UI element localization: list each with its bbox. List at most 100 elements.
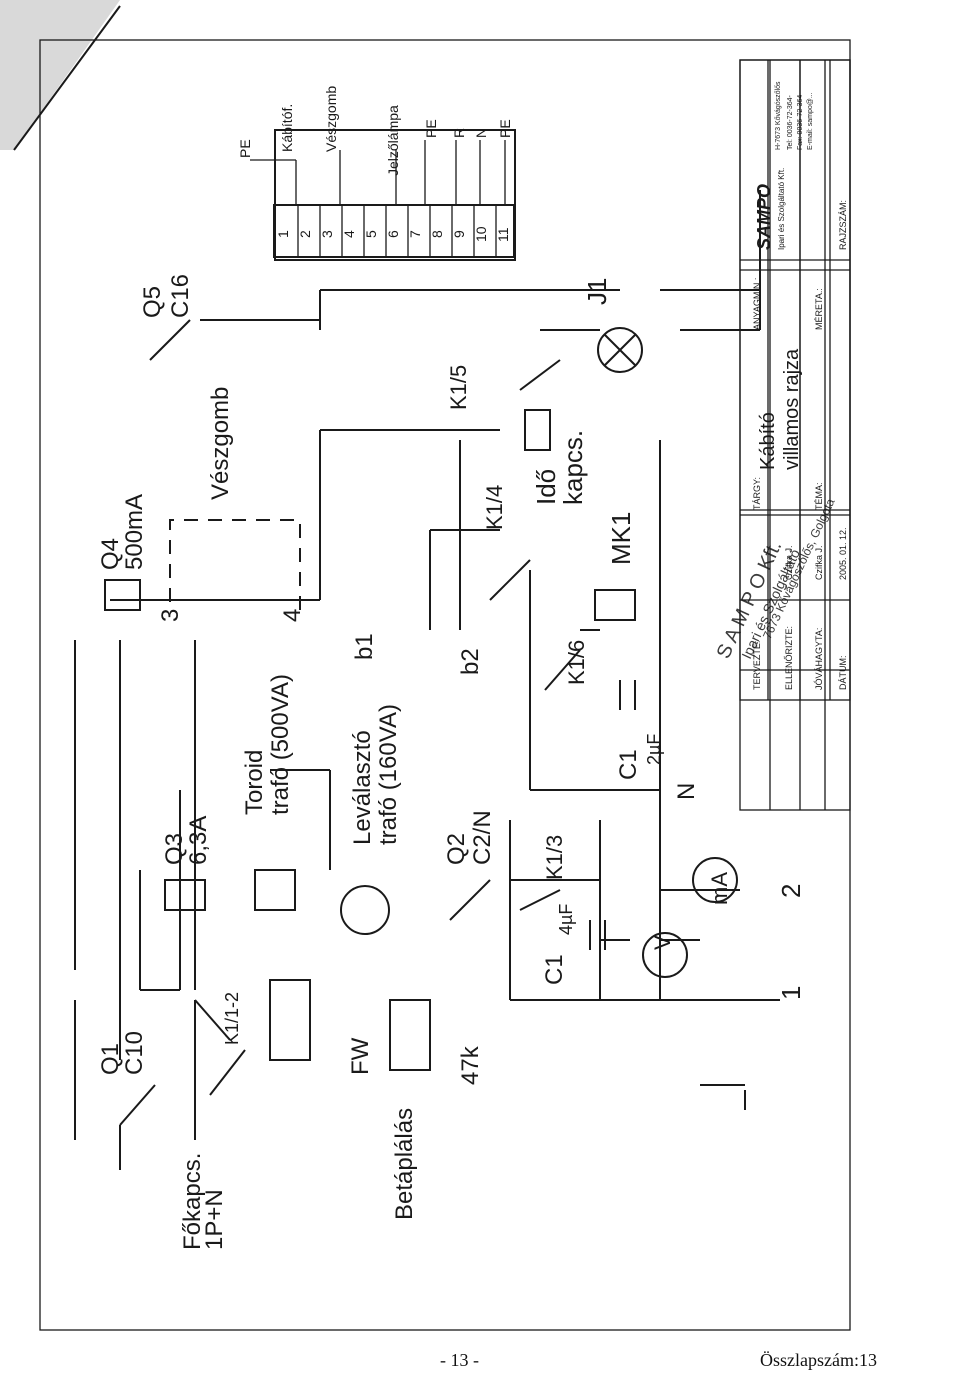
tb-merete-label: MÉRETA.: bbox=[814, 288, 824, 330]
page-total: Összlapszám:13 bbox=[760, 1350, 877, 1370]
label-q4: Q4 bbox=[97, 538, 124, 570]
terminal-block bbox=[274, 129, 516, 261]
label-toroid-1: Toroid bbox=[241, 750, 268, 815]
label-veszgomb: Vészgomb bbox=[207, 387, 234, 500]
tb-kabitof: Kábítóf. bbox=[279, 104, 295, 152]
company-address: H-7673 Kővágószőlős bbox=[775, 81, 782, 150]
fuse-q4 bbox=[104, 579, 141, 611]
mk1-coil bbox=[594, 589, 636, 621]
emergency-linkage bbox=[169, 519, 301, 610]
terminal-9: 9 bbox=[451, 230, 467, 238]
terminal-6: 6 bbox=[385, 230, 401, 238]
wires bbox=[74, 190, 780, 1170]
tb-tema-label: TÉMA: bbox=[814, 482, 824, 510]
label-c1-b: C1 bbox=[615, 749, 642, 780]
label-levalaszto-1: Leválasztó bbox=[349, 730, 376, 845]
label-q3: Q3 bbox=[161, 833, 188, 865]
tb-r: R bbox=[451, 128, 467, 138]
label-k1-4: K1/4 bbox=[482, 485, 507, 530]
label-k1-6: K1/6 bbox=[564, 640, 589, 685]
label-c1-b-value: 2µF bbox=[644, 734, 664, 765]
tb-ellenorizte-label: ELLENŐRIZTE: bbox=[784, 626, 794, 690]
scan-shadow bbox=[0, 0, 120, 150]
label-c1-a: C1 bbox=[541, 954, 568, 985]
tb-datum-value: 2005. 01. 12. bbox=[838, 527, 848, 580]
label-v: V bbox=[650, 935, 675, 950]
label-b2: b2 bbox=[457, 648, 484, 675]
terminal-5: 5 bbox=[363, 230, 379, 238]
label-c1-a-value: 4µF bbox=[556, 904, 576, 935]
company-email: E-mail: sampo@... bbox=[807, 92, 814, 150]
label-47k: 47k bbox=[457, 1045, 484, 1085]
terminal-4: 4 bbox=[341, 230, 357, 238]
label-q2-rating: C2/N bbox=[469, 810, 496, 865]
tb-pe2: PE bbox=[497, 119, 513, 138]
tb-title-2: villamos rajza bbox=[781, 348, 803, 470]
label-fokapcs: Főkapcs. bbox=[179, 1153, 206, 1250]
label-ido-2: kapcs. bbox=[558, 430, 588, 505]
terminal-2: 2 bbox=[297, 230, 313, 238]
terminal-block-labels: 1 2 3 4 5 6 7 8 9 10 11 PE Kábítóf. Vész… bbox=[237, 86, 515, 258]
tb-jelzolampa: Jelzőlámpa bbox=[385, 105, 401, 176]
page-number: - 13 - bbox=[440, 1350, 479, 1370]
label-q5-rating: C16 bbox=[167, 274, 194, 318]
label-betaplalas: Betáplálás bbox=[391, 1108, 418, 1220]
terminal-7: 7 bbox=[407, 230, 423, 238]
tb-anyagmin-label: ANYAGMIN.: bbox=[752, 278, 762, 330]
label-b1: b1 bbox=[351, 633, 378, 660]
label-node-3: 3 bbox=[157, 609, 184, 622]
fuse-q3 bbox=[164, 879, 206, 911]
label-q1: Q1 bbox=[97, 1043, 124, 1075]
tb-n: N bbox=[473, 128, 489, 138]
label-q2: Q2 bbox=[443, 833, 470, 865]
label-j1: J1 bbox=[582, 278, 612, 305]
label-toroid-2: trafó (500VA) bbox=[267, 674, 294, 815]
label-n: N bbox=[673, 783, 700, 800]
tb-targy-label: TÁRGY: bbox=[752, 477, 762, 510]
terminal-1: 1 bbox=[275, 230, 291, 238]
tb-pe: PE bbox=[423, 119, 439, 138]
tb-veszgomb: Vészgomb bbox=[323, 86, 339, 152]
timer-coil bbox=[524, 409, 551, 451]
voltmeter-symbol bbox=[642, 932, 688, 978]
title-block-text: TERVEZTE: ELLENŐRIZTE: Czifka J. JÓVÁHAG… bbox=[713, 59, 851, 701]
toroid-box bbox=[254, 869, 296, 911]
label-levalaszto-2: trafó (160VA) bbox=[375, 704, 402, 845]
label-fokapcs-type: 1P+N bbox=[201, 1189, 228, 1250]
tb-ellenorizte-value: Czifka J. bbox=[784, 545, 794, 580]
label-terminal-2: 2 bbox=[776, 884, 806, 898]
label-terminal-1: 1 bbox=[776, 986, 806, 1000]
tb-pe-top: PE bbox=[237, 139, 253, 158]
label-node-4: 4 bbox=[279, 609, 306, 622]
lamp-j1-symbol bbox=[597, 327, 643, 373]
label-fw: FW bbox=[347, 1037, 374, 1075]
fw-box bbox=[269, 979, 311, 1061]
terminal-8: 8 bbox=[429, 230, 445, 238]
terminal-block-frame bbox=[273, 204, 515, 258]
tb-jovahagyta-label: JÓVÁHAGYTA: bbox=[814, 628, 824, 690]
label-q4-rating: 500mA bbox=[121, 494, 148, 570]
label-ido-1: Idő bbox=[531, 469, 561, 505]
terminal-11: 11 bbox=[495, 227, 511, 242]
schematic-labels: Főkapcs. 1P+N Betáplálás Q1 C10 K1/1-2 F… bbox=[97, 274, 806, 1250]
label-k1-3: K1/3 bbox=[542, 835, 567, 880]
company-fax: Fax: 0036-72-364- bbox=[797, 92, 804, 150]
label-q1-rating: C10 bbox=[121, 1031, 148, 1075]
company-tel: Tel: 0036-72-364- bbox=[787, 94, 794, 150]
label-q5: Q5 bbox=[139, 286, 166, 318]
tb-jovahagyta-value: Czifka J. bbox=[814, 545, 824, 580]
label-k1-5: K1/5 bbox=[446, 365, 471, 410]
label-mk1: MK1 bbox=[606, 512, 636, 565]
transformer-symbol bbox=[340, 885, 390, 935]
resistor-47k bbox=[389, 999, 431, 1071]
tb-rajzszam-label: RAJZSZÁM: bbox=[838, 200, 848, 250]
company-logo: SAMPO bbox=[754, 184, 774, 250]
tb-tervezte-label: TERVEZTE: bbox=[752, 641, 762, 690]
label-q3-rating: 6,3A bbox=[185, 816, 212, 865]
tb-title-1: Kábító bbox=[757, 412, 779, 470]
tb-datum-label: DÁTUM: bbox=[838, 656, 848, 691]
company-name: Ipari és Szolgáltató Kft. bbox=[777, 168, 786, 250]
terminal-3: 3 bbox=[319, 230, 335, 238]
label-k1-12: K1/1-2 bbox=[222, 992, 242, 1045]
